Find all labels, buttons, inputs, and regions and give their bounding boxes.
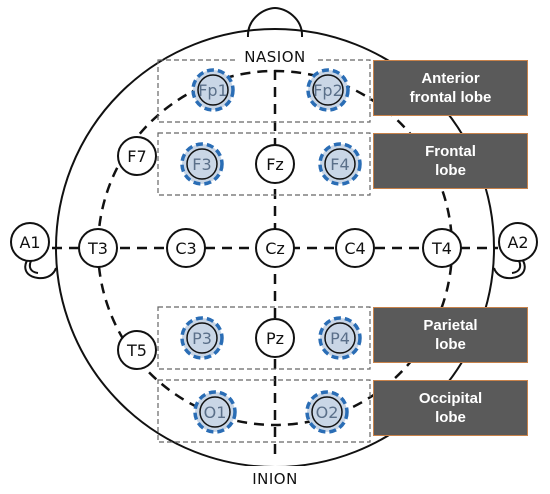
electrode-pz-label: Pz	[266, 329, 284, 348]
electrode-fp1-label: Fp1	[198, 81, 228, 100]
electrode-fz: Fz	[255, 144, 295, 184]
electrode-pz: Pz	[255, 318, 295, 358]
inion-label: INION	[252, 470, 298, 488]
electrode-p3: P3	[180, 316, 224, 360]
region-label-parietal-text: Parietal lobe	[423, 317, 478, 353]
electrode-a2-label: A2	[507, 233, 528, 252]
electrode-o2: O2	[305, 390, 349, 434]
region-box-frontal	[157, 132, 371, 196]
electrode-o1: O1	[193, 390, 237, 434]
electrode-cz: Cz	[255, 228, 295, 268]
electrode-o1-label: O1	[204, 403, 227, 422]
inion-label-bg	[242, 466, 308, 486]
electrode-f3-label: F3	[192, 155, 211, 174]
electrode-p3-label: P3	[192, 329, 212, 348]
electrode-o2-label: O2	[316, 403, 339, 422]
electrode-t3: T3	[78, 228, 118, 268]
electrode-a1: A1	[10, 222, 50, 262]
electrode-t4-label: T4	[431, 239, 452, 258]
electrode-p4: P4	[318, 316, 362, 360]
electrode-cz-label: Cz	[265, 239, 285, 258]
electrode-c3: C3	[166, 228, 206, 268]
electrode-a2: A2	[498, 222, 538, 262]
electrode-f7-label: F7	[127, 147, 146, 166]
electrode-f7: F7	[117, 136, 157, 176]
region-label-anterior-frontal: Anterior frontal lobe	[373, 60, 528, 116]
electrode-t5-label: T5	[126, 341, 147, 360]
electrode-c3-label: C3	[175, 239, 196, 258]
electrode-f4-label: F4	[330, 155, 349, 174]
electrode-f4: F4	[318, 142, 362, 186]
electrode-t4: T4	[422, 228, 462, 268]
electrode-t5: T5	[117, 330, 157, 370]
electrode-fz-label: Fz	[266, 155, 284, 174]
electrode-fp2: Fp2	[306, 68, 350, 112]
region-box-parietal	[157, 306, 371, 370]
region-box-occipital	[157, 379, 371, 443]
electrode-f3: F3	[180, 142, 224, 186]
electrode-p4-label: P4	[330, 329, 350, 348]
electrode-t3-label: T3	[87, 239, 108, 258]
region-label-anterior-frontal-text: Anterior frontal lobe	[409, 70, 492, 106]
electrode-fp1: Fp1	[191, 68, 235, 112]
nasion-label-bg	[235, 45, 315, 65]
region-label-frontal: Frontal lobe	[373, 133, 528, 189]
region-label-occipital-text: Occipital lobe	[418, 390, 483, 426]
electrode-c4-label: C4	[344, 239, 365, 258]
region-label-occipital: Occipital lobe	[373, 380, 528, 436]
region-label-frontal-text: Frontal lobe	[425, 143, 476, 179]
electrode-fp2-label: Fp2	[313, 81, 343, 100]
electrode-a1-label: A1	[19, 233, 40, 252]
electrode-c4: C4	[335, 228, 375, 268]
region-label-parietal: Parietal lobe	[373, 307, 528, 363]
nasion-label: NASION	[244, 48, 305, 66]
nose-outline	[246, 6, 304, 38]
